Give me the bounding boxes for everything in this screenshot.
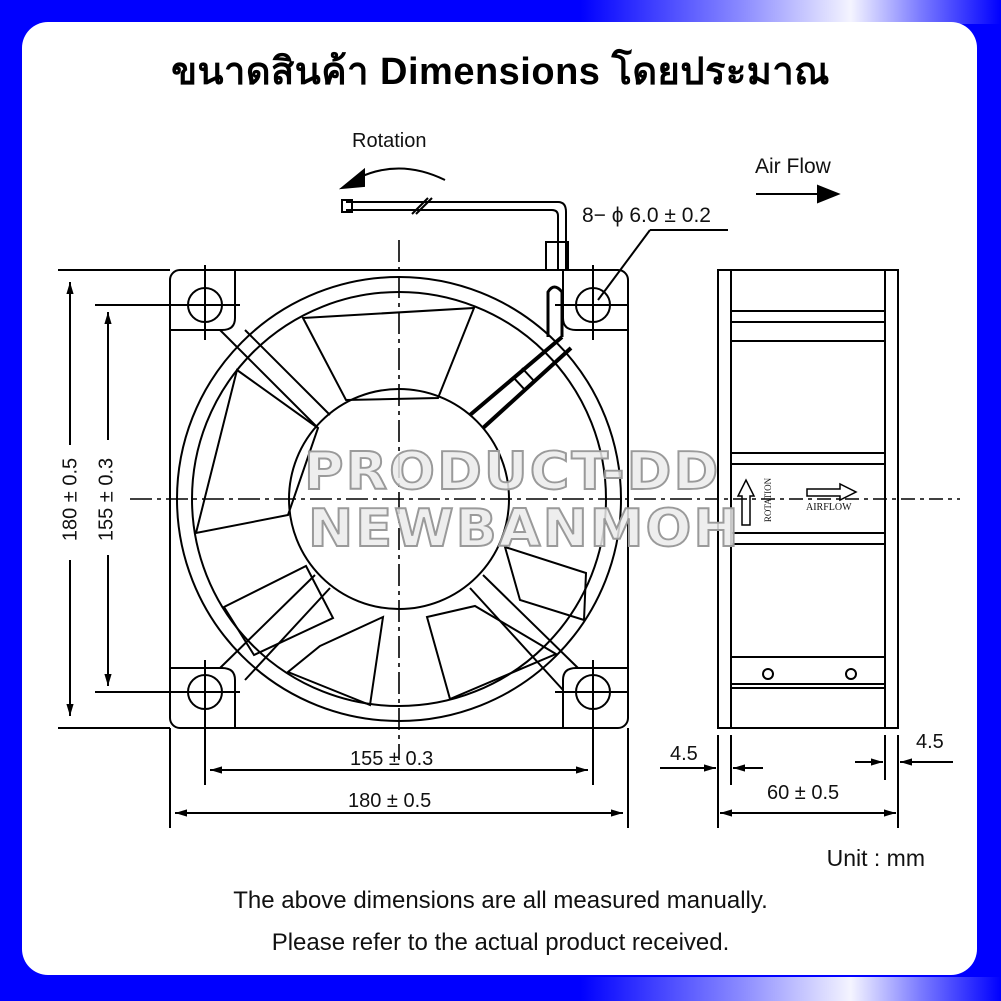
height-inner-dimension: 155 ± 0.3 [95, 457, 118, 542]
note-refer-actual-product: Please refer to the actual product recei… [271, 929, 730, 956]
side-view [660, 184, 960, 828]
height-outer-dimension: 180 ± 0.5 [59, 457, 82, 542]
watermark-line-2: NEWBANMOH [307, 498, 741, 560]
rotation-label: Rotation [352, 130, 427, 152]
rotation-marking: ROTATION [763, 477, 773, 523]
air-flow-label: Air Flow [755, 155, 831, 178]
airflow-marking: AIRFLOW [806, 502, 852, 513]
unit-label: Unit : mm [826, 845, 925, 871]
front-view [58, 167, 728, 828]
hole-spec-label: 8− ϕ 6.0 ± 0.2 [582, 204, 711, 227]
width-outer-dimension: 180 ± 0.5 [348, 790, 432, 812]
flange-left-dimension: 4.5 [670, 743, 698, 765]
frame-bottom-band [0, 977, 1001, 1001]
watermark-line-1: PRODUCT-DD [303, 441, 721, 503]
note-measured-manually: The above dimensions are all measured ma… [233, 887, 768, 914]
frame-top-band [0, 0, 1001, 24]
width-inner-dimension: 155 ± 0.3 [350, 748, 434, 770]
depth-dimension: 60 ± 0.5 [767, 782, 840, 804]
flange-right-dimension: 4.5 [916, 731, 944, 753]
page-title: ขนาดสินค้า Dimensions โดยประมาณ [171, 51, 830, 93]
